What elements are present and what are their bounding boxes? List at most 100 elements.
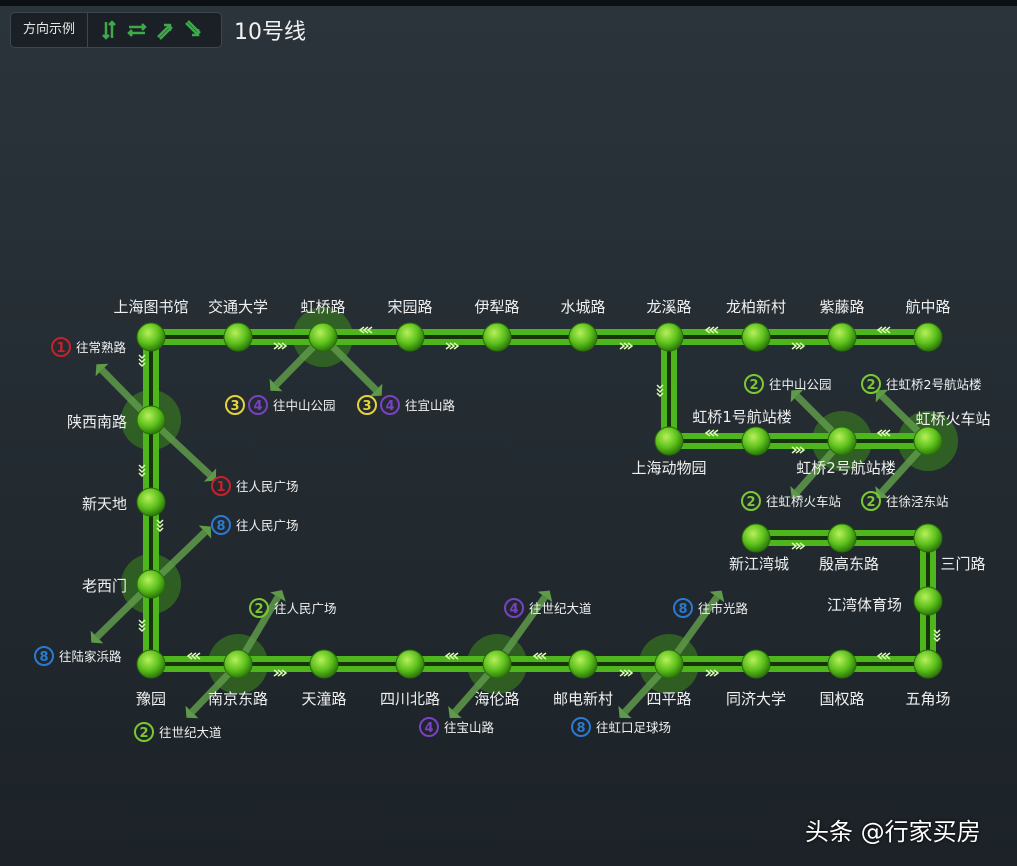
station-2[interactable] [308,322,338,352]
station-28[interactable] [913,523,943,553]
station-label: 宋园路 [387,298,432,316]
line-number: 4 [253,399,262,414]
station-30[interactable] [741,523,771,553]
station-18[interactable] [223,649,253,679]
transfer-direction-text: 往徐泾东站 [886,494,949,509]
transfer-direction-text: 往虹桥火车站 [766,494,841,509]
line-8-badge [673,598,693,618]
station-24[interactable] [741,649,771,679]
station-label: 海伦路 [474,690,519,708]
station-22[interactable] [568,649,598,679]
legend-label: 方向示例 [11,13,89,47]
station-1[interactable] [223,322,253,352]
station-19[interactable] [309,649,339,679]
transfer-direction-text: 往中山公园 [769,377,832,392]
direction-chevron-icon [273,342,288,350]
station-4[interactable] [482,322,512,352]
station-label: 豫园 [136,690,166,708]
transfer-direction-text: 往市光路 [698,601,749,616]
direction-chevron-icon [619,669,634,677]
station-16[interactable] [136,569,166,599]
station-label: 江湾体育场 [827,596,902,614]
station-7[interactable] [741,322,771,352]
station-9[interactable] [913,322,943,352]
station-0[interactable] [136,322,166,352]
station-label: 虹桥火车站 [915,410,990,428]
transfer-direction-text: 往宜山路 [405,398,456,413]
station-3[interactable] [395,322,425,352]
line-number: 4 [385,399,394,414]
station-label: 航中路 [905,298,950,316]
station-25[interactable] [827,649,857,679]
station-label: 新天地 [82,495,127,513]
direction-chevron-icon [705,669,720,677]
station-26[interactable] [913,649,943,679]
station-12[interactable] [827,426,857,456]
direction-chevron-icon [138,464,146,478]
station-label: 龙溪路 [646,298,691,316]
direction-chevron-icon [138,619,146,633]
direction-chevron-icon [358,326,373,334]
watermark: 头条 @行家买房 [805,818,981,846]
line-8-badge [34,646,54,666]
transfer-direction-text: 往虹口足球场 [596,720,671,735]
station-23[interactable] [654,649,684,679]
station-13[interactable] [913,426,943,456]
direction-chevron-icon [933,629,941,643]
station-15[interactable] [136,487,166,517]
station-label: 五角场 [905,690,950,708]
station-label: 邮电新村 [553,690,613,708]
station-label: 虹桥路 [300,298,345,316]
station-10[interactable] [654,426,684,456]
line-number: 8 [216,519,225,534]
line-3-badge [225,395,245,415]
line-number: 3 [362,399,371,414]
up-down-arrows-icon [102,20,116,40]
station-label: 殷高东路 [819,555,879,573]
line-title: 10号线 [234,20,306,45]
station-8[interactable] [827,322,857,352]
line-number: 3 [230,399,239,414]
station-label: 交通大学 [208,298,268,316]
station-21[interactable] [482,649,512,679]
station-label: 上海图书馆 [113,298,188,316]
station-29[interactable] [827,523,857,553]
direction-chevron-icon [156,519,164,533]
station-label: 南京东路 [208,690,268,708]
transfer-direction-text: 往虹桥2号航站楼 [886,377,981,392]
transfer-label[interactable]: 2 往虹桥火车站 [741,491,841,511]
line-number: 2 [746,495,755,510]
station-11[interactable] [741,426,771,456]
line-number: 4 [509,602,518,617]
line-2-badge [744,374,764,394]
line-number: 1 [56,341,65,356]
station-5[interactable] [568,322,598,352]
station-17[interactable] [136,649,166,679]
station-6[interactable] [654,322,684,352]
line-2-badge [741,491,761,511]
line-number: 1 [216,480,225,495]
line-number: 2 [254,602,263,617]
station-27[interactable] [913,586,943,616]
direction-chevron-icon [138,354,146,368]
station-label: 三门路 [940,555,985,573]
station-label: 四川北路 [380,690,440,708]
station-20[interactable] [395,649,425,679]
station-14[interactable] [136,405,166,435]
transfer-direction-text: 往陆家浜路 [59,649,122,664]
